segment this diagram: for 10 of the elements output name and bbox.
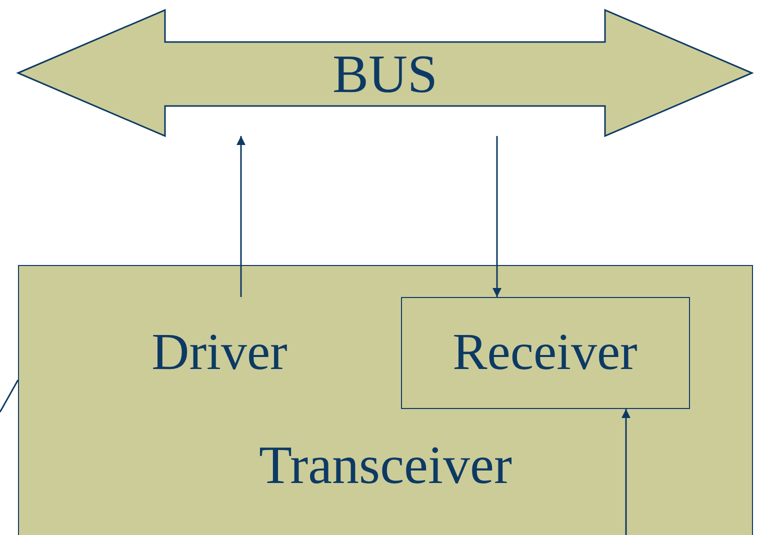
node-label: Transceiver: [259, 438, 512, 492]
node-label: BUS: [332, 47, 438, 101]
arrow: [622, 409, 630, 535]
arrow: [492, 136, 502, 297]
connector-line: [0, 380, 19, 412]
node-label: Driver: [152, 326, 288, 378]
arrow: [236, 136, 246, 297]
node-label: Receiver: [452, 326, 638, 378]
transceiver-box: [18, 265, 753, 535]
receiver-box: [400, 296, 690, 408]
